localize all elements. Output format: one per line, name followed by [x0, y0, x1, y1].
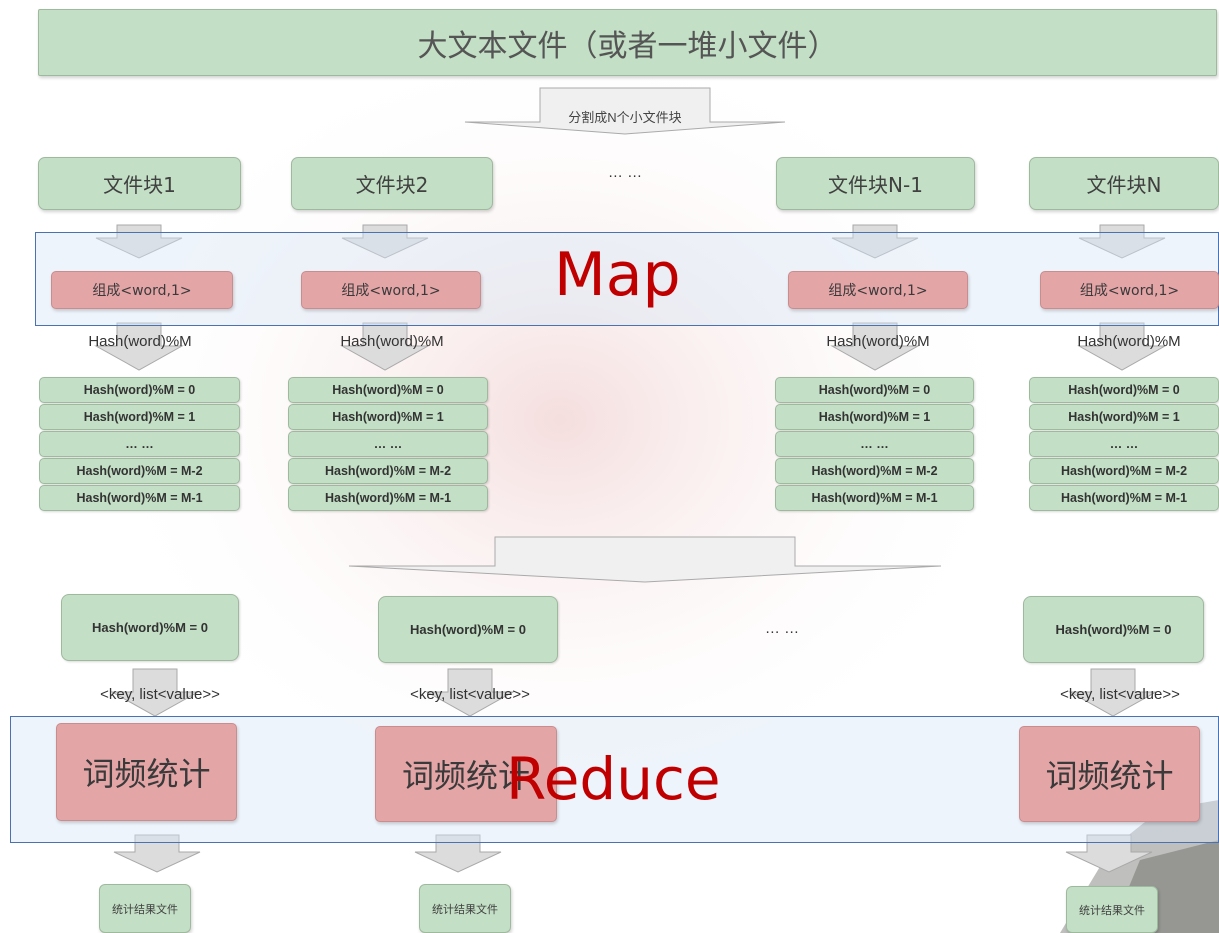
hash-bucket-row: Hash(word)%M = M-2 — [775, 458, 974, 484]
map-label: Map — [554, 240, 681, 310]
hash-bucket-stack-n-1: Hash(word)%M = 0 Hash(word)%M = 1 … … Ha… — [775, 377, 974, 511]
output-arrow — [1064, 834, 1154, 874]
hash-bucket-row: … … — [1029, 431, 1219, 457]
chunk-box-n-1: 文件块N-1 — [776, 157, 975, 210]
down-arrow — [1077, 224, 1167, 260]
hash-bucket-row: Hash(word)%M = M-2 — [1029, 458, 1219, 484]
hash-bucket-row: … … — [775, 431, 974, 457]
partition-label: Hash(word)%M = 0 — [92, 620, 208, 635]
down-arrow — [94, 224, 184, 260]
hash-bucket-stack-2: Hash(word)%M = 0 Hash(word)%M = 1 … … Ha… — [288, 377, 488, 511]
chunk-box-2: 文件块2 — [291, 157, 493, 210]
hash-bucket-row: Hash(word)%M = 0 — [39, 377, 240, 403]
pair-box: 组成<word,1> — [51, 271, 233, 309]
hash-bucket-row: Hash(word)%M = M-2 — [39, 458, 240, 484]
partition-box-2: Hash(word)%M = 0 — [378, 596, 558, 663]
split-label: 分割成N个小文件块 — [568, 110, 682, 125]
reduce-label: Reduce — [506, 745, 721, 813]
hash-function-label: Hash(word)%M — [88, 333, 192, 350]
hash-bucket-row: … … — [288, 431, 488, 457]
chunk-label: 文件块2 — [355, 173, 429, 197]
output-arrow — [112, 834, 202, 874]
result-file-label: 统计结果文件 — [432, 902, 498, 916]
kv-arrow — [110, 668, 200, 718]
hash-bucket-stack-1: Hash(word)%M = 0 Hash(word)%M = 1 … … Ha… — [39, 377, 240, 511]
result-file-box: 统计结果文件 — [1066, 886, 1158, 933]
kv-label: <key, list<value>> — [100, 686, 220, 703]
result-file-box: 统计结果文件 — [99, 884, 191, 933]
hash-bucket-row: Hash(word)%M = M-1 — [39, 485, 240, 511]
chunk-box-n: 文件块N — [1029, 157, 1219, 210]
result-file-label: 统计结果文件 — [1079, 903, 1145, 917]
pair-box: 组成<word,1> — [1040, 271, 1219, 309]
hash-function-label: Hash(word)%M — [1077, 333, 1181, 350]
kv-arrow — [425, 668, 515, 718]
hash-bucket-row: Hash(word)%M = M-1 — [775, 485, 974, 511]
word-count-box: 词频统计 — [56, 723, 237, 821]
hash-bucket-row: Hash(word)%M = 1 — [1029, 404, 1219, 430]
pair-label: 组成<word,1> — [1079, 283, 1180, 299]
hash-bucket-row: Hash(word)%M = M-1 — [288, 485, 488, 511]
hash-function-label: Hash(word)%M — [826, 333, 930, 350]
shuffle-arrow — [345, 536, 945, 584]
chunk-box-1: 文件块1 — [38, 157, 241, 210]
hash-arrow — [94, 322, 184, 372]
pair-box: 组成<word,1> — [301, 271, 481, 309]
hash-function-label: Hash(word)%M — [340, 333, 444, 350]
split-arrow — [460, 86, 790, 136]
hash-bucket-row: Hash(word)%M = 0 — [775, 377, 974, 403]
hash-arrow — [1077, 322, 1167, 372]
partition-box-1: Hash(word)%M = 0 — [61, 594, 239, 661]
pair-label: 组成<word,1> — [341, 283, 441, 299]
hash-bucket-row: Hash(word)%M = 0 — [288, 377, 488, 403]
result-file-box: 统计结果文件 — [419, 884, 511, 933]
partition-label: Hash(word)%M = 0 — [1055, 622, 1172, 637]
output-arrow — [413, 834, 503, 874]
chunk-label: 文件块1 — [103, 173, 176, 197]
hash-bucket-row: Hash(word)%M = M-2 — [288, 458, 488, 484]
hash-bucket-row: Hash(word)%M = 1 — [775, 404, 974, 430]
source-file-box: 大文本文件（或者一堆小文件） — [38, 9, 1217, 76]
chunk-label: 文件块N — [1086, 173, 1162, 197]
source-file-title: 大文本文件（或者一堆小文件） — [417, 28, 838, 64]
kv-label: <key, list<value>> — [1060, 686, 1180, 703]
pair-box: 组成<word,1> — [788, 271, 968, 309]
hash-arrow — [340, 322, 430, 372]
hash-bucket-row: Hash(word)%M = 1 — [288, 404, 488, 430]
partition-box-3: Hash(word)%M = 0 — [1023, 596, 1204, 663]
hash-bucket-row: Hash(word)%M = 1 — [39, 404, 240, 430]
pair-label: 组成<word,1> — [828, 283, 928, 299]
down-arrow — [340, 224, 430, 260]
chunk-label: 文件块N-1 — [828, 173, 923, 197]
pair-label: 组成<word,1> — [92, 283, 192, 299]
hash-bucket-row: Hash(word)%M = 0 — [1029, 377, 1219, 403]
partition-ellipsis: … … — [764, 620, 800, 637]
hash-bucket-row: Hash(word)%M = M-1 — [1029, 485, 1219, 511]
word-count-label: 词频统计 — [401, 757, 530, 795]
word-count-label: 词频统计 — [1045, 757, 1174, 795]
kv-label: <key, list<value>> — [410, 686, 530, 703]
word-count-box: 词频统计 — [1019, 726, 1200, 822]
word-count-label: 词频统计 — [82, 755, 211, 793]
partition-label: Hash(word)%M = 0 — [410, 622, 526, 637]
chunk-ellipsis: … … — [607, 164, 643, 181]
result-file-label: 统计结果文件 — [112, 902, 178, 916]
hash-arrow — [830, 322, 920, 372]
kv-arrow — [1068, 668, 1158, 718]
hash-bucket-stack-n: Hash(word)%M = 0 Hash(word)%M = 1 … … Ha… — [1029, 377, 1219, 511]
hash-bucket-row: … … — [39, 431, 240, 457]
word-count-box: 词频统计 — [375, 726, 557, 822]
down-arrow — [830, 224, 920, 260]
